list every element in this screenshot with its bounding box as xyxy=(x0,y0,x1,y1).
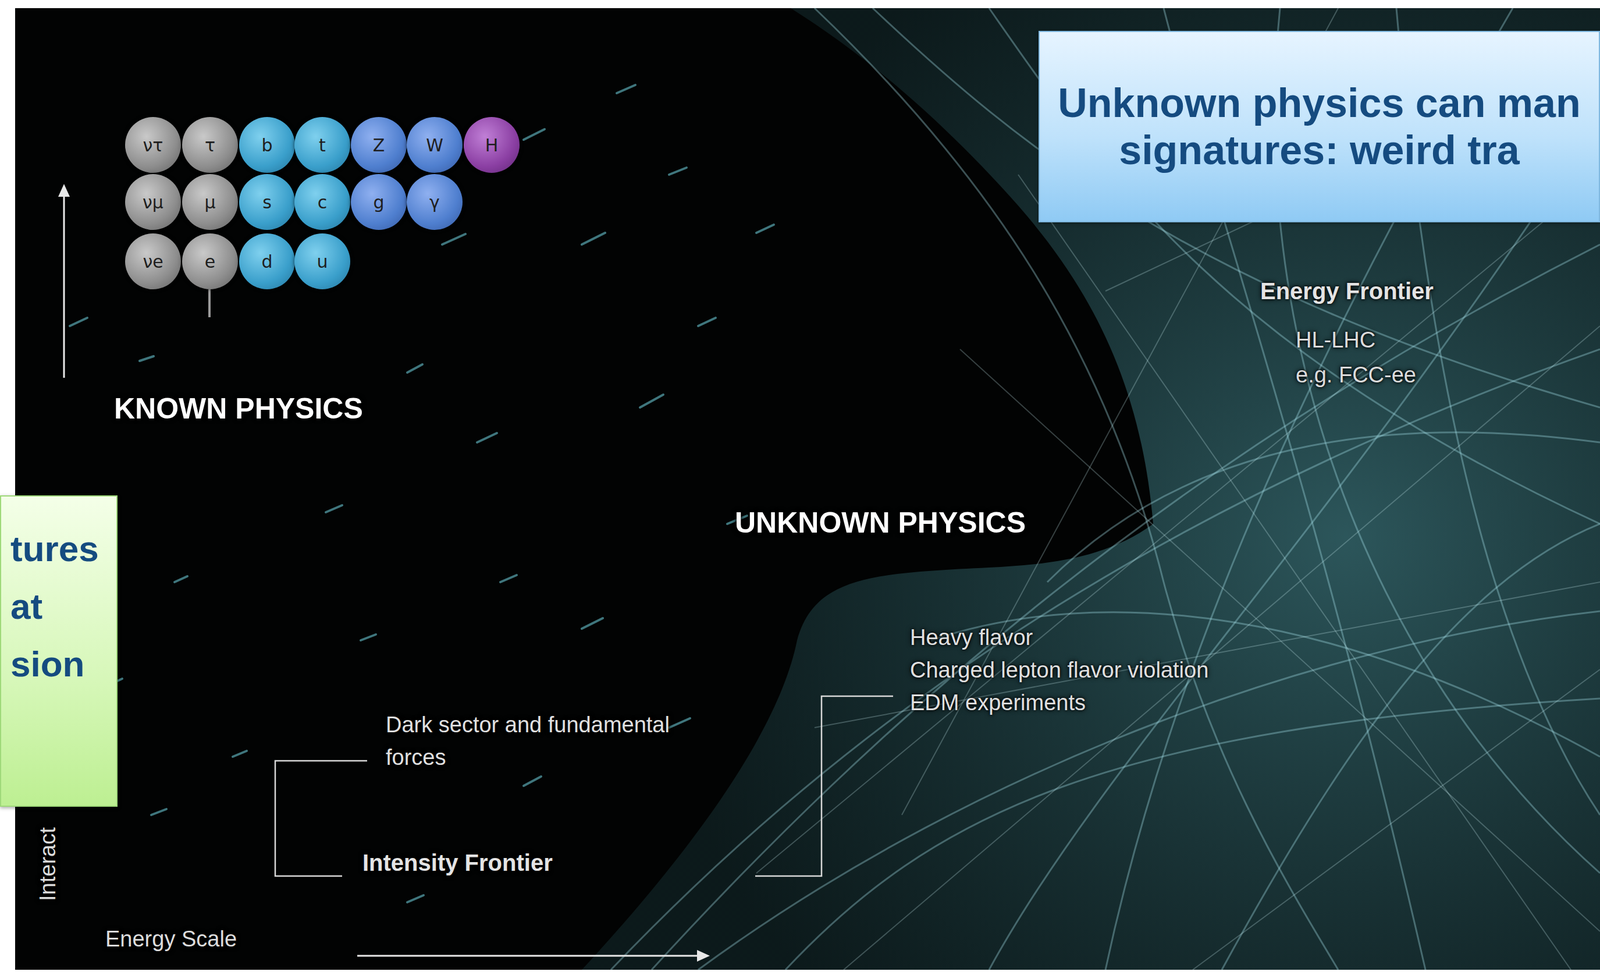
dark-ground xyxy=(15,8,1600,970)
research-area: Dark sector and fundamental forces xyxy=(385,708,724,774)
brackets xyxy=(275,695,894,876)
interaction-axis xyxy=(63,192,66,378)
particle-symbol: e xyxy=(204,251,216,272)
research-area: EDM experiments xyxy=(909,689,1086,717)
particle-symbol: t xyxy=(318,134,326,156)
frontier-heading: Energy Frontier xyxy=(1260,276,1434,305)
particle-circle: τ xyxy=(182,116,238,173)
particle-circle: s xyxy=(239,173,295,230)
particle-symbol: ντ xyxy=(143,134,164,156)
callout-text: tures at sion xyxy=(10,519,111,693)
arrow-head xyxy=(697,949,710,962)
particle-symbol: b xyxy=(261,134,273,156)
particle-circle: e xyxy=(182,233,238,290)
callout-box: tures at sion xyxy=(0,495,118,807)
experiment-name: HL-LHC xyxy=(1295,326,1376,354)
particle-circle: d xyxy=(239,233,295,290)
particle-circle: u xyxy=(294,233,351,290)
callout-box: Unknown physics can man signatures: weir… xyxy=(1038,30,1600,223)
particle-circle: ντ xyxy=(125,116,181,173)
region-title: KNOWN PHYSICS xyxy=(114,390,364,426)
experiment-name: e.g. FCC-ee xyxy=(1295,361,1417,389)
particle-circle: H xyxy=(463,116,520,173)
axis-label: Energy Scale xyxy=(105,925,237,953)
particle-symbol: νμ xyxy=(142,192,164,213)
particle-circle: t xyxy=(294,116,351,173)
region-title: UNKNOWN PHYSICS xyxy=(734,505,1026,540)
particle-symbol: u xyxy=(316,251,328,272)
particle-symbol: s xyxy=(262,192,272,213)
particle-circle: νe xyxy=(125,233,181,290)
particle-symbol: νe xyxy=(142,251,163,272)
particle-symbol: μ xyxy=(204,192,216,213)
particle-circle: W xyxy=(406,116,463,173)
axis-label: Interact xyxy=(34,826,62,901)
particle-symbol: W xyxy=(425,134,444,156)
particle-tick xyxy=(208,289,211,318)
particle-circle: γ xyxy=(406,173,463,230)
particle-symbol: τ xyxy=(204,134,216,156)
particle-symbol: c xyxy=(317,192,328,213)
scattered-hits xyxy=(69,84,774,902)
particle-circle: νμ xyxy=(125,173,181,230)
particle-symbol: g xyxy=(372,192,384,213)
particle-symbol: Z xyxy=(372,134,386,156)
energy-axis xyxy=(357,954,702,957)
particle-circle: c xyxy=(294,173,351,230)
callout-text: Unknown physics can man signatures: weir… xyxy=(1051,79,1588,174)
flavor-bracket xyxy=(755,695,894,876)
particle-circle: g xyxy=(350,173,407,230)
research-area: Heavy flavor xyxy=(909,624,1033,652)
particle-symbol: γ xyxy=(429,192,440,213)
arrow-head xyxy=(58,183,70,197)
particle-symbol: d xyxy=(261,251,273,272)
track-streaks xyxy=(610,8,1600,970)
frontier-heading: Intensity Frontier xyxy=(362,848,553,877)
track-streaks-thin xyxy=(756,8,1600,970)
unknown-region xyxy=(581,8,1600,970)
particle-circle: Z xyxy=(350,116,407,173)
axis-arrows xyxy=(64,192,702,956)
particle-circle: b xyxy=(239,116,295,173)
research-area: Charged lepton flavor violation xyxy=(909,656,1209,684)
particle-circle: μ xyxy=(182,173,238,230)
particle-symbol: H xyxy=(485,134,499,156)
intensity-bracket xyxy=(275,760,368,876)
